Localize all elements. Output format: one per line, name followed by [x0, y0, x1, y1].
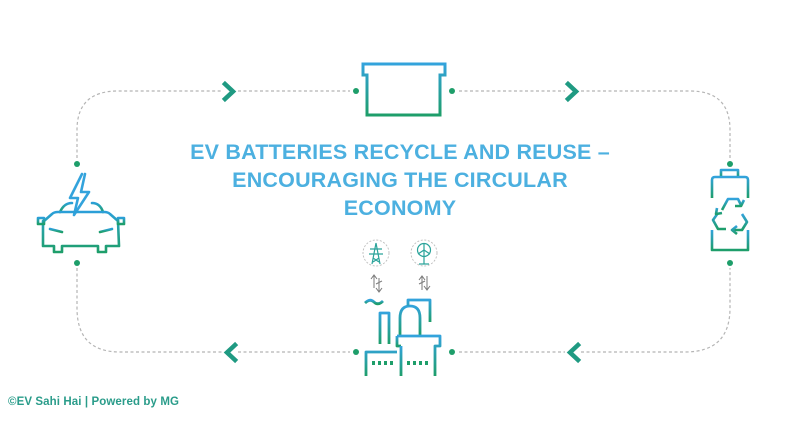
- chevron-left-icon: [566, 341, 582, 364]
- title-line-1: EV BATTERIES RECYCLE AND REUSE –: [190, 140, 610, 164]
- battery-recycle-icon: [710, 168, 750, 252]
- chevron-right-icon: [221, 80, 237, 103]
- connector-dots: [74, 88, 733, 355]
- chevron-right-icon: [564, 80, 580, 103]
- electric-car-icon: [36, 172, 126, 254]
- factory-icon: [361, 298, 444, 379]
- cycle-path: [76, 90, 731, 353]
- power-tower-icon: [362, 239, 390, 267]
- exchange-arrows-icon: [370, 274, 383, 293]
- diagram-title: EV BATTERIES RECYCLE AND REUSE – ENCOURA…: [150, 138, 650, 222]
- title-line-3: ECONOMY: [343, 196, 457, 220]
- factory-windows: [372, 361, 428, 365]
- footer-credit: ©EV Sahi Hai | Powered by MG: [8, 396, 180, 408]
- title-line-2: ENCOURAGING THE CIRCULAR: [232, 168, 568, 192]
- chevron-left-icon: [223, 341, 239, 364]
- wind-turbine-icon: [410, 239, 438, 267]
- car-battery-icon: [361, 54, 447, 117]
- exchange-arrows-icon: [418, 275, 431, 291]
